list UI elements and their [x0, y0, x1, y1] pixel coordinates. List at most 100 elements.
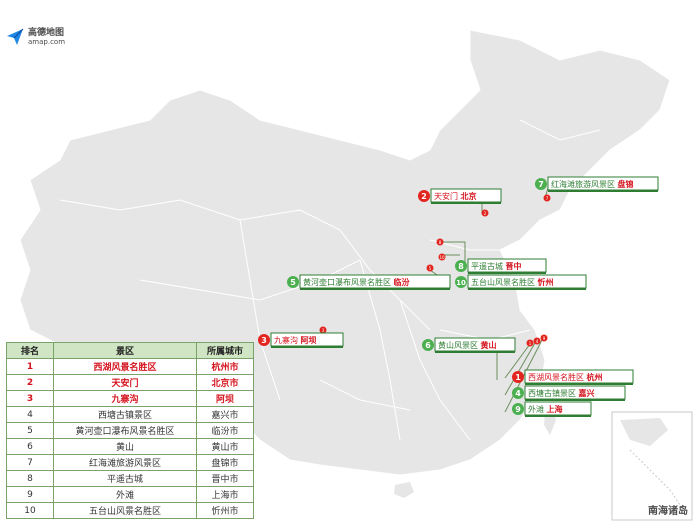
city-cell: 忻州市 [196, 502, 254, 519]
callout-label: 红海滩旅游风景区 盘锦 [551, 179, 634, 189]
rank-cell: 7 [6, 454, 54, 471]
rank-badge-number: 1 [515, 373, 521, 382]
location-marker-number: 3 [322, 328, 325, 333]
location-marker-number: 2 [484, 211, 487, 216]
location-marker [438, 253, 446, 261]
location-marker-number: 9 [543, 336, 546, 341]
rank-cell: 1 [6, 358, 54, 375]
rank-badge [422, 339, 434, 351]
rank-badge [512, 403, 524, 415]
logo-domain: amap.com [28, 37, 66, 46]
scenic-name-cell: 西塘古镇景区 [53, 406, 197, 423]
table-row: 9 外滩 上海市 [6, 486, 254, 503]
header-city: 所属城市 [196, 342, 254, 359]
rank-badge-number: 8 [458, 262, 464, 271]
table-row: 2 天安门 北京市 [6, 374, 254, 391]
rank-badge-number: 9 [515, 405, 521, 414]
callout-city: 黄山 [481, 340, 497, 350]
rank-cell: 8 [6, 470, 54, 487]
rank-cell: 9 [6, 486, 54, 503]
callout-city: 嘉兴 [578, 388, 595, 398]
callout-1: 1 西湖风景名胜区 杭州 [512, 369, 634, 385]
city-cell: 临汾市 [196, 422, 254, 439]
table-row: 6 黄山 黄山市 [6, 438, 254, 455]
scenic-name-cell: 九寨沟 [53, 390, 197, 407]
location-marker-number: 7 [546, 196, 549, 201]
callout-scenic-name: 黄山风景区 [438, 340, 481, 350]
rank-badge [287, 276, 299, 288]
table-row: 4 西塘古镇景区 嘉兴市 [6, 406, 254, 423]
location-marker-number: 5 [429, 266, 432, 271]
location-marker [426, 264, 434, 272]
location-marker [319, 326, 327, 334]
table-row: 7 红海滩旅游风景区 盘锦市 [6, 454, 254, 471]
scenic-name-cell: 五台山风景名胜区 [53, 502, 197, 519]
callout-city: 阿坝 [301, 335, 317, 345]
rank-badge-number: 5 [290, 278, 296, 287]
header-scenic-area: 景区 [53, 342, 197, 359]
callout-9: 9 外滩 上海 [512, 401, 592, 417]
location-marker [543, 194, 551, 202]
scenic-name-cell: 天安门 [53, 374, 197, 391]
table-row: 5 黄河壶口瀑布风景名胜区 临汾市 [6, 422, 254, 439]
location-marker [481, 209, 489, 217]
callout-scenic-name: 九寨沟 [274, 335, 301, 345]
callout-scenic-name: 西塘古镇景区 [528, 388, 579, 398]
rank-cell: 2 [6, 374, 54, 391]
callout-label: 黄河壶口瀑布风景名胜区 临汾 [303, 277, 410, 287]
location-marker-number: 8 [439, 240, 442, 245]
city-cell: 上海市 [196, 486, 254, 503]
rank-cell: 4 [6, 406, 54, 423]
callout-4: 4 西塘古镇景区 嘉兴 [512, 385, 626, 401]
province-borders [59, 119, 601, 441]
callout-label: 天安门 北京 [434, 191, 477, 201]
callout-scenic-name: 天安门 [434, 191, 461, 201]
rank-badge [512, 371, 524, 383]
rank-cell: 5 [6, 422, 54, 439]
table-row: 8 平遥古城 晋中市 [6, 470, 254, 487]
rank-cell: 6 [6, 438, 54, 455]
callout-3: 3 九寨沟 阿坝 [258, 332, 344, 348]
location-marker-number: 1 [529, 341, 532, 346]
location-marker [526, 339, 534, 347]
callout-label: 西湖风景名胜区 杭州 [528, 372, 603, 382]
scenic-name-cell: 外滩 [53, 486, 197, 503]
city-cell: 嘉兴市 [196, 406, 254, 423]
rank-badge [535, 178, 547, 190]
callout-scenic-name: 外滩 [528, 404, 547, 414]
scenic-name-cell: 黄山 [53, 438, 197, 455]
south-china-sea-inset [611, 411, 693, 521]
scenic-name-cell: 红海滩旅游风景区 [53, 454, 197, 471]
callout-5: 5 黄河壶口瀑布风景名胜区 临汾 [287, 274, 451, 290]
rank-cell: 3 [6, 390, 54, 407]
table-header-row: 排名 景区 所属城市 [6, 342, 254, 359]
location-marker-number: 4 [536, 339, 539, 344]
city-cell: 盘锦市 [196, 454, 254, 471]
rank-badge [418, 190, 430, 202]
table-row: 3 九寨沟 阿坝 [6, 390, 254, 407]
callout-city: 杭州 [587, 372, 603, 382]
callout-label: 外滩 上海 [528, 404, 563, 414]
hainan-shape [394, 482, 414, 498]
rank-badge [512, 387, 524, 399]
callout-scenic-name: 黄河壶口瀑布风景名胜区 [303, 277, 394, 287]
location-marker-number: 10 [439, 255, 445, 260]
rank-badge-number: 2 [421, 192, 427, 201]
city-cell: 晋中市 [196, 470, 254, 487]
callout-scenic-name: 红海滩旅游风景区 [551, 179, 618, 189]
rank-badge-number: 4 [515, 389, 521, 398]
city-cell: 黄山市 [196, 438, 254, 455]
location-marker [533, 337, 541, 345]
rank-badge-number: 10 [456, 279, 466, 287]
rank-badge-number: 3 [261, 336, 267, 345]
callout-city: 临汾 [394, 277, 410, 287]
location-marker [436, 238, 444, 246]
location-marker [540, 334, 548, 342]
scenic-name-cell: 平遥古城 [53, 470, 197, 487]
callout-scenic-name: 平遥古城 [471, 261, 506, 271]
header-rank: 排名 [6, 342, 54, 359]
